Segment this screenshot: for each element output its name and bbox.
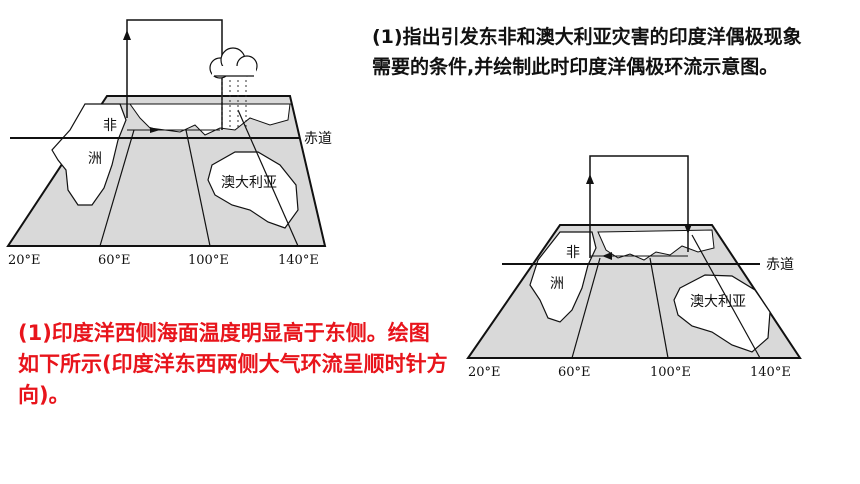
arrow-up [123, 30, 131, 40]
africa-landmass [51, 103, 127, 206]
left-circulation-map: 赤道 非 洲 澳大利亚 20°E 60°E 100°E 140°E [6, 19, 332, 268]
asia-landmass [597, 229, 715, 261]
answer-text: (1)印度洋西侧海面温度明显高于东侧。绘图如下所示(印度洋东西两侧大气环流呈顺时… [18, 321, 448, 407]
right-circulation-map: 赤道 非 洲 澳大利亚 20°E 60°E 100°E 140°E [466, 155, 802, 380]
australia-label: 澳大利亚 [221, 175, 277, 191]
longitude-label-100: 100°E [650, 365, 691, 380]
longitude-label-140: 140°E [750, 365, 791, 380]
africa-label-1: 非 [566, 245, 580, 261]
arrow-up [586, 174, 594, 184]
australia-label: 澳大利亚 [690, 294, 746, 310]
rain-cloud-icon [209, 47, 258, 130]
africa-label-1: 非 [103, 118, 117, 134]
africa-label-2: 洲 [88, 151, 102, 167]
equator-label: 赤道 [766, 257, 794, 273]
question-text: (1)指出引发东非和澳大利亚灾害的印度洋偶极现象需要的条件,并绘制此时印度洋偶极… [372, 26, 802, 78]
arrow-down [684, 224, 692, 234]
longitude-label-20: 20°E [468, 365, 501, 380]
longitude-label-140: 140°E [278, 253, 319, 268]
australia-landmass [207, 151, 299, 229]
equator-label: 赤道 [304, 131, 332, 147]
circulation-loop [589, 155, 689, 258]
longitude-label-20: 20°E [8, 253, 41, 268]
arrow-west [602, 252, 612, 260]
longitude-label-60: 60°E [98, 253, 131, 268]
africa-landmass [529, 231, 597, 323]
longitude-label-100: 100°E [188, 253, 229, 268]
longitude-label-60: 60°E [558, 365, 591, 380]
africa-label-2: 洲 [550, 276, 564, 292]
